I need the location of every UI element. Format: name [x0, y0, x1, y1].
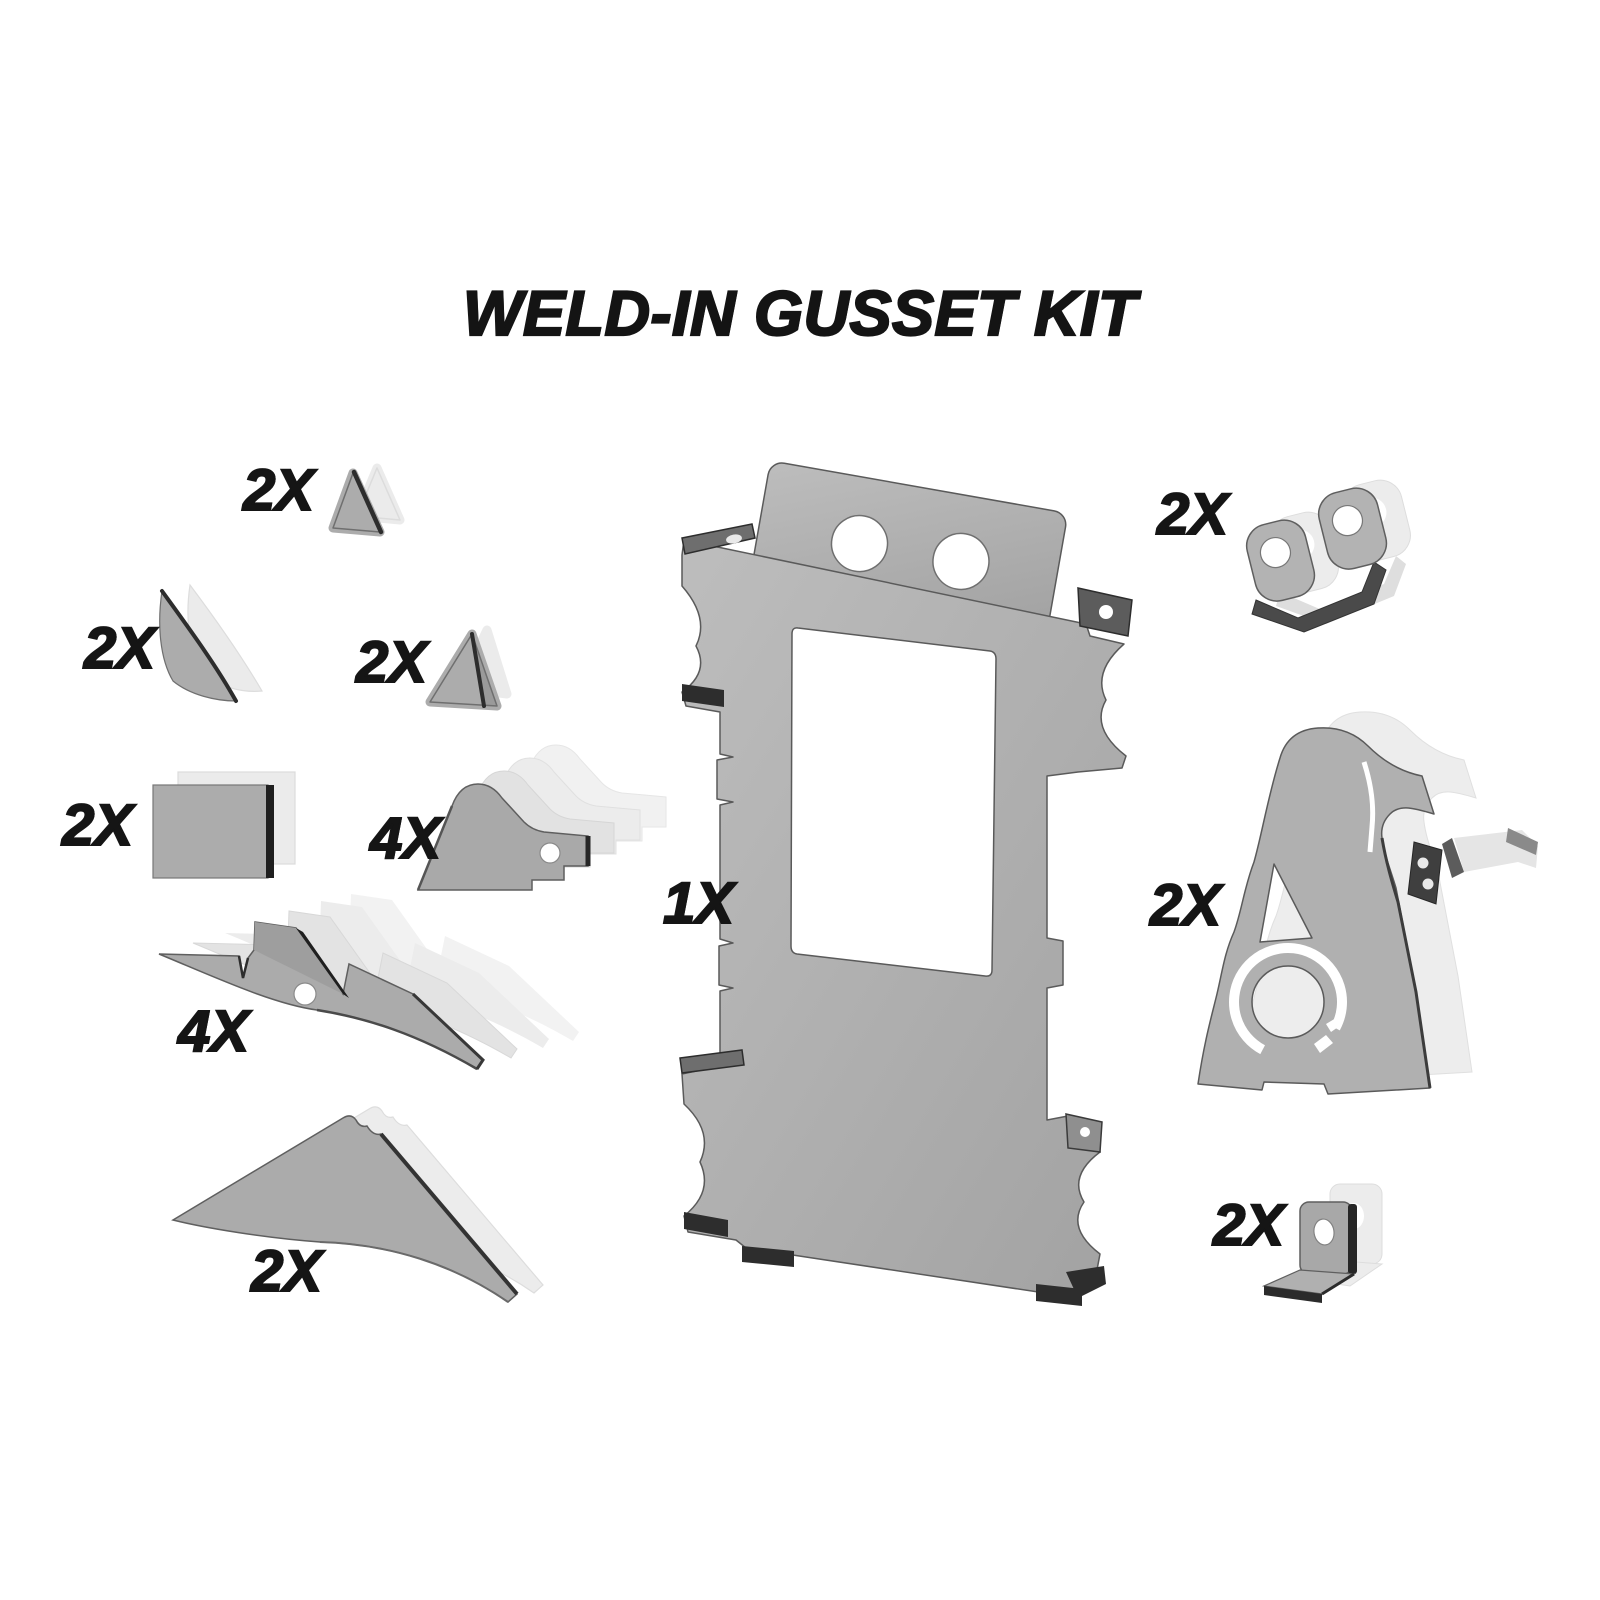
main-shape	[152, 784, 269, 879]
edge-dark	[411, 992, 485, 1070]
right-foot-lower	[1066, 1266, 1106, 1298]
clevis-bracket-illustration	[1245, 479, 1411, 633]
curved-wing-gusset-illustration	[171, 1106, 544, 1303]
main-shape	[416, 783, 589, 891]
part-notched-triangle-gusset: 2X	[355, 622, 515, 717]
bent-tab-face	[254, 922, 343, 994]
main-shape	[171, 1115, 519, 1303]
edge-dark	[379, 1132, 519, 1296]
bottom-foot-left	[742, 1246, 794, 1267]
edge-dark	[266, 785, 274, 878]
qty-label: 2X	[1156, 482, 1229, 547]
top-left-tab	[681, 523, 756, 555]
bolt-hole	[293, 982, 317, 1006]
ring-notch-cut	[1314, 1035, 1333, 1053]
edge-dark	[1380, 837, 1432, 1089]
ear-right	[1317, 487, 1388, 570]
notched-triangle-gusset-illustration	[425, 625, 512, 711]
ear-hole	[1331, 504, 1364, 537]
body-plate	[681, 539, 1127, 1299]
qty-label: 1X	[662, 871, 735, 936]
left-lower-tab	[679, 1049, 745, 1074]
long-link-gusset-illustration	[158, 894, 579, 1071]
qty-label: 2X	[1149, 873, 1222, 938]
tab-fold-edge	[296, 928, 349, 998]
qty-label: 2X	[250, 1239, 323, 1304]
qty-label: 2X	[242, 458, 315, 523]
bolt-hole	[1313, 1218, 1335, 1246]
small-triangle-gusset-illustration	[328, 463, 405, 537]
part-curved-wing-gusset: 2X	[165, 1106, 565, 1317]
ear-left	[1245, 519, 1316, 602]
edge-dark	[160, 589, 238, 703]
bent-tab-accents	[679, 523, 1133, 1306]
tube-hole-right	[932, 532, 990, 591]
part-small-triangle-gusset: 2X	[242, 458, 415, 548]
qty-label: 2X	[1212, 1193, 1285, 1258]
edge-dark	[1348, 1204, 1357, 1274]
part-long-link-gusset: 4X	[155, 894, 595, 1087]
bottom-foot-right	[1036, 1284, 1082, 1306]
qty-label: 4X	[369, 806, 442, 871]
left-foot-lower	[684, 1212, 728, 1237]
ear-hole	[1259, 536, 1292, 569]
part-angled-fin-gusset: 2X	[83, 583, 273, 713]
part-l-angle-bracket: 2X	[1212, 1172, 1398, 1312]
flange-front-edge	[1264, 1286, 1322, 1303]
edge-dark	[351, 469, 384, 535]
tube-hole-left	[830, 514, 889, 573]
rectangle-plate-illustration	[152, 771, 296, 879]
part-main-frame-plate: 1X	[638, 460, 1138, 1306]
left-foot-upper	[682, 684, 724, 707]
page-title: WELD-IN GUSSET KIT	[462, 279, 1138, 349]
step-frame-gusset-illustration	[416, 744, 667, 891]
main-frame-plate-illustration	[679, 462, 1133, 1306]
edge-dark	[470, 632, 486, 708]
part-step-frame-gusset: 4X	[369, 744, 672, 918]
angled-fin-gusset-illustration	[159, 583, 263, 703]
part-clevis-bracket: 2X	[1156, 478, 1418, 638]
bolt-hole	[539, 842, 561, 864]
qty-label: 2X	[61, 793, 134, 858]
neck-gap	[1361, 761, 1376, 853]
part-rectangle-plate: 2X	[61, 768, 303, 893]
qty-label: 2X	[83, 616, 156, 681]
shock-tower-bracket-illustration	[1197, 711, 1538, 1095]
qty-label: 4X	[177, 999, 250, 1064]
qty-label: 2X	[355, 630, 428, 695]
u-channel-base	[1251, 561, 1387, 633]
l-angle-bracket-illustration	[1261, 1183, 1384, 1303]
slot-notch	[237, 955, 250, 979]
bent-tab	[1407, 841, 1443, 905]
part-shock-tower-bracket: 2X	[1149, 692, 1553, 1142]
